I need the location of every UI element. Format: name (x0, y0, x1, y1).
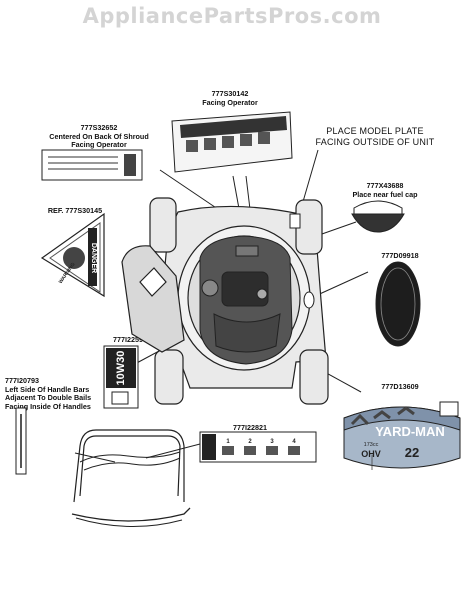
label-777i20793-line3: Facing Inside Of Handles (5, 401, 91, 411)
label-777i20793-line2: Adjacent To Double Bails (5, 393, 92, 403)
instruction-step-2: 2 (248, 439, 252, 445)
decal-777s32652 (41, 149, 143, 181)
discharge-chute (121, 245, 185, 353)
label-777d13609: 777D13609 (381, 382, 419, 391)
decal-777s30142 (171, 111, 293, 173)
label-model-plate-line2: FACING OUTSIDE OF UNIT (315, 137, 435, 147)
label-model-plate: PLACE MODEL PLATE FACING OUTSIDE OF UNIT (300, 126, 450, 148)
fuel-cap-locator (303, 291, 315, 309)
label-777s32652-line2: Facing Operator (71, 140, 127, 150)
decal-777x43688 (351, 200, 405, 233)
label-777i22597: 777I22597 (113, 335, 147, 344)
handle-bar (71, 429, 191, 528)
instruction-step-4: 4 (292, 439, 296, 445)
engine (199, 235, 293, 365)
label-777x43688: 777X43688 Place near fuel cap (335, 181, 435, 199)
decal-777i22597 (103, 345, 139, 409)
label-ref-777s30145: REF. 777S30145 (47, 206, 103, 215)
danger-decal-text: DANGER (90, 243, 97, 273)
model-plate-locator (289, 213, 301, 229)
decal-777i22821 (199, 431, 317, 463)
label-model-plate-line1: PLACE MODEL PLATE (326, 126, 424, 136)
watermark: AppliancePartsPros.com (82, 4, 382, 28)
instruction-step-1: 1 (226, 439, 230, 445)
label-777i22821: 777I22821 (233, 423, 267, 432)
instruction-step-3: 3 (270, 439, 274, 445)
cc-decal-text: 173cc (364, 442, 379, 448)
label-777s32652: 777S32652 Centered On Back Of Shroud Fac… (34, 123, 164, 150)
label-777s32652-line1: Centered On Back Of Shroud (49, 131, 149, 141)
label-777x43688-note: Place near fuel cap (352, 189, 418, 199)
oil-decal-text: 10W30 (115, 351, 127, 386)
label-777i20793-line1: Left Side Of Handle Bars (5, 384, 90, 394)
ohv-decal-text: OHV (361, 449, 381, 459)
decal-777d13609 (343, 401, 461, 470)
label-777x43688-part: 777X43688 (366, 181, 404, 190)
decal-danger-diamond (40, 212, 105, 298)
label-777d09918: 777D09918 (381, 251, 419, 260)
label-777s30142-note: Facing Operator (202, 97, 258, 107)
label-777s32652-part: 777S32652 (80, 123, 118, 132)
label-777i20793: 777I20793 Left Side Of Handle Bars Adjac… (5, 376, 115, 411)
label-777i20793-part: 777I20793 (5, 376, 39, 385)
label-777s30142-part: 777S30142 (211, 89, 249, 98)
brand-decal-text: YARD-MAN (375, 424, 445, 439)
label-777s30142: 777S30142 Facing Operator (195, 89, 265, 107)
deck-size-text: 22 (405, 445, 419, 460)
decal-777d09918 (375, 261, 421, 347)
